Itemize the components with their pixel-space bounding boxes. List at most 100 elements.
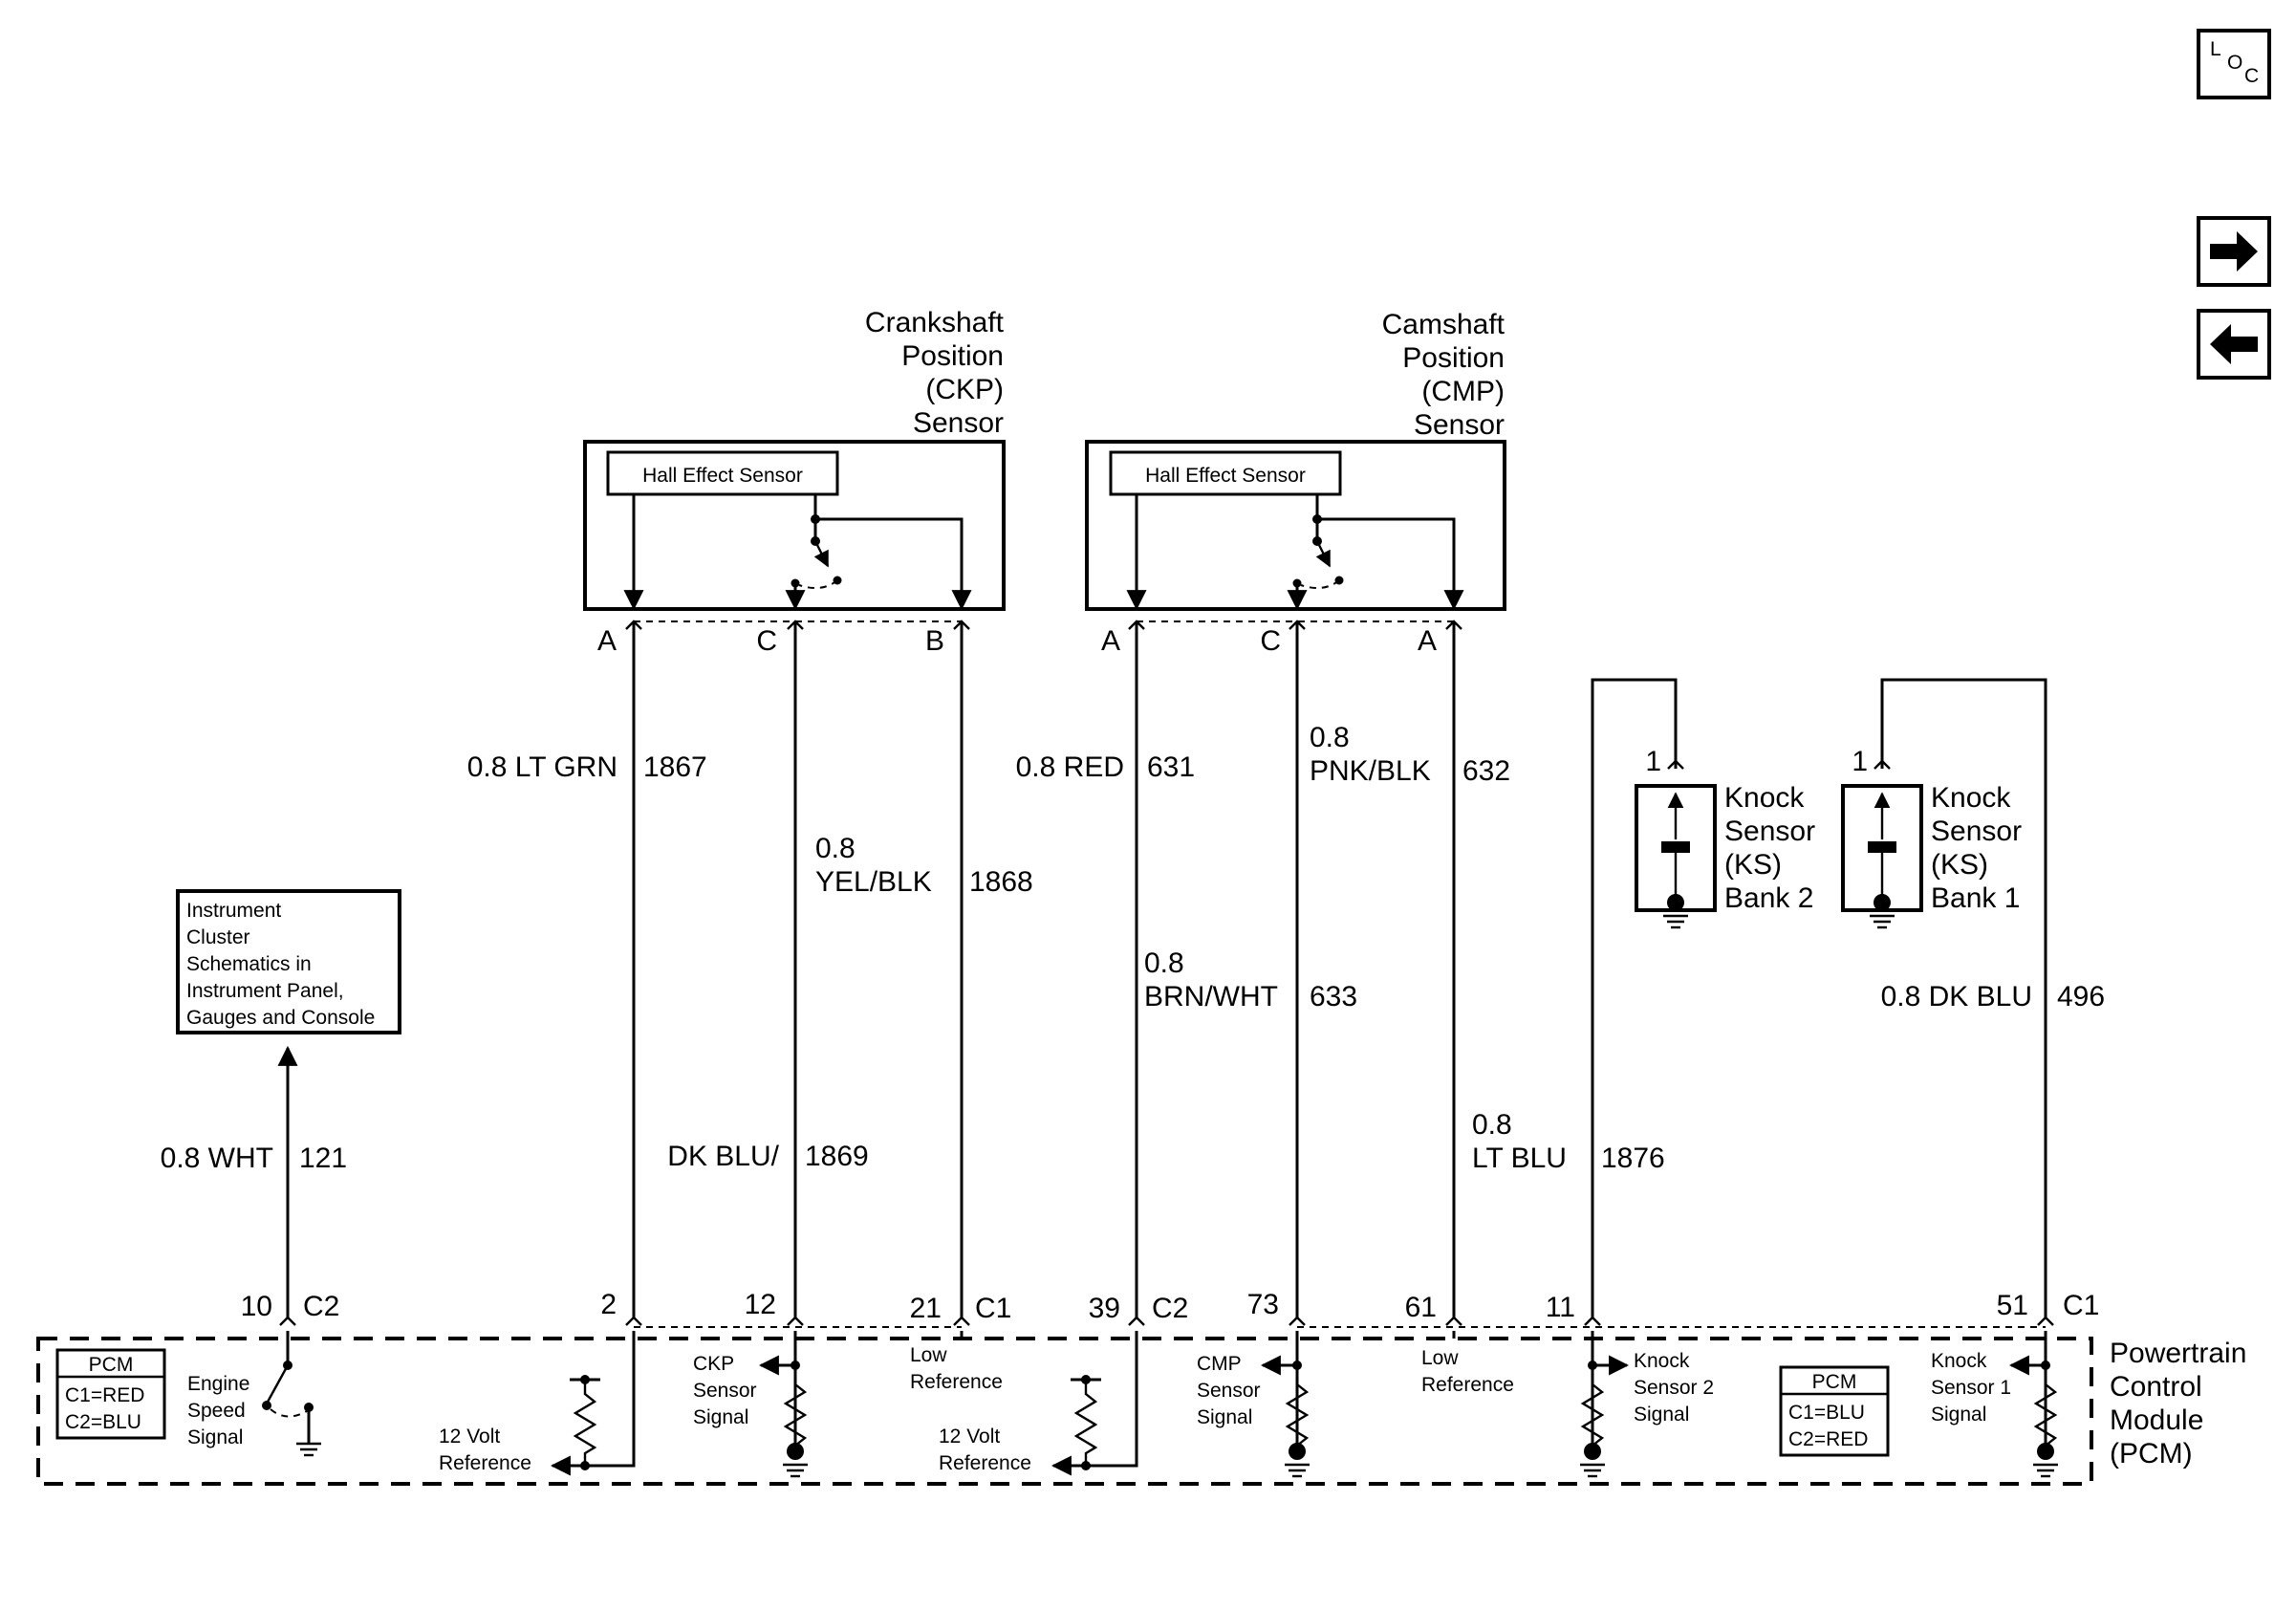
ic-line-4: Instrument Panel, xyxy=(186,980,344,1002)
knock2-signal-label-1: Knock xyxy=(1634,1350,1690,1372)
low-ref-a-label-1: Low xyxy=(910,1344,947,1366)
wire-1869-circuit: 1869 xyxy=(805,1141,869,1172)
pcm-pin-61: 61 xyxy=(1405,1292,1437,1323)
cmp-pin-c: C xyxy=(1260,625,1281,657)
knock-bank2-label-1: Knock xyxy=(1724,782,1805,814)
pcm-connector-pins: 10 C2 2 12 21 C1 39 C2 73 61 11 51 C1 xyxy=(241,1289,2100,1324)
knock2-signal-label-2: Sensor 2 xyxy=(1634,1377,1714,1399)
wire-633-color-2: BRN/WHT xyxy=(1144,981,1278,1012)
wire-1867-color: 0.8 LT GRN xyxy=(467,751,617,783)
locator-button[interactable]: L O C xyxy=(2197,29,2271,99)
wire-631-color: 0.8 RED xyxy=(1016,751,1124,783)
pcm-legend-right-c2: C2=RED xyxy=(1788,1428,1868,1450)
ic-line-2: Cluster xyxy=(186,926,250,948)
cmp-sensor: Camshaft Position (CMP) Sensor Hall Effe… xyxy=(1085,309,1506,657)
ckp-title-1: Crankshaft xyxy=(865,307,1005,338)
wire-632-color-2: PNK/BLK xyxy=(1310,755,1431,787)
pcm-module: Powertrain Control Module (PCM) PCM C1=R… xyxy=(36,1331,2246,1486)
pcm-pin-51: 51 xyxy=(1997,1290,2028,1321)
knock-bank2-label-3: (KS) xyxy=(1724,849,1782,881)
cmp-signal-label-3: Signal xyxy=(1197,1406,1252,1428)
pcm-title-3: Module xyxy=(2110,1404,2203,1436)
wire-496-circuit: 496 xyxy=(2057,981,2105,1012)
ref12b-label-1: 12 Volt xyxy=(939,1426,1000,1448)
pcm-legend-left-title: PCM xyxy=(89,1354,134,1376)
wire-632-circuit: 632 xyxy=(1462,755,1510,787)
pcm-title-1: Powertrain xyxy=(2110,1338,2246,1369)
low-ref-b-label-1: Low xyxy=(1421,1347,1459,1369)
wire-1869-color: DK BLU/ xyxy=(667,1141,779,1172)
loc-letter-o: O xyxy=(2227,52,2242,74)
loc-letter-l: L xyxy=(2210,38,2221,60)
cmp-pin-a: A xyxy=(1101,625,1120,657)
engine-speed-label-1: Engine xyxy=(187,1373,249,1395)
wire-496-color: 0.8 DK BLU xyxy=(1881,981,2032,1012)
knock-bank2-pin: 1 xyxy=(1645,746,1661,777)
ckp-title-3: (CKP) xyxy=(925,374,1004,405)
wire-1867-circuit: 1867 xyxy=(643,751,707,783)
ic-line-5: Gauges and Console xyxy=(186,1007,375,1029)
pcm-legend-left-c1: C1=RED xyxy=(65,1384,144,1406)
knock-bank1-pin: 1 xyxy=(1852,746,1868,777)
knock1-signal-label-2: Sensor 1 xyxy=(1931,1377,2011,1399)
cmp-title-4: Sensor xyxy=(1414,409,1505,441)
pcm-pin-73: 73 xyxy=(1247,1289,1279,1320)
loc-letter-c: C xyxy=(2244,65,2259,87)
cmp-hall-effect-label: Hall Effect Sensor xyxy=(1145,465,1306,487)
engine-speed-label-2: Speed xyxy=(187,1400,246,1422)
pcm-title-2: Control xyxy=(2110,1371,2202,1403)
wire-633-color-1: 0.8 xyxy=(1144,947,1184,979)
wire-121-circuit: 121 xyxy=(299,1143,347,1174)
cmp-title-3: (CMP) xyxy=(1421,376,1505,407)
knock-bank1-label-1: Knock xyxy=(1931,782,2011,814)
pcm-pin-11: 11 xyxy=(1546,1292,1575,1323)
ckp-signal-label-2: Sensor xyxy=(693,1380,757,1402)
wire-121-color: 0.8 WHT xyxy=(161,1143,273,1174)
back-button[interactable] xyxy=(2197,309,2271,380)
wire-632-color-1: 0.8 xyxy=(1310,722,1350,753)
knock1-signal-label-1: Knock xyxy=(1931,1350,1987,1372)
ref12a-label-1: 12 Volt xyxy=(439,1426,500,1448)
ckp-hall-effect-label: Hall Effect Sensor xyxy=(642,465,803,487)
arrow-left-icon xyxy=(2210,324,2258,364)
wire-633-circuit: 633 xyxy=(1310,981,1357,1012)
pcm-pin-39: 39 xyxy=(1089,1293,1120,1324)
engine-speed-label-3: Signal xyxy=(187,1426,243,1448)
wires: 0.8 WHT 121 0.8 LT GRN 1867 DK BLU/ 1869… xyxy=(161,620,2105,1326)
ckp-signal-label-1: CKP xyxy=(693,1353,734,1375)
pcm-title-4: (PCM) xyxy=(2110,1438,2193,1469)
ref12a-label-2: Reference xyxy=(439,1452,531,1474)
knock-bank1-label-2: Sensor xyxy=(1931,816,2022,847)
cmp-title-2: Position xyxy=(1402,342,1505,374)
knock-bank2-label-2: Sensor xyxy=(1724,816,1815,847)
knock-bank1-label-4: Bank 1 xyxy=(1931,882,2020,914)
ic-line-3: Schematics in xyxy=(186,953,312,975)
ckp-pin-c: C xyxy=(756,625,777,657)
pcm-legend-right-c1: C1=BLU xyxy=(1788,1402,1865,1424)
wire-1868-color-1: 0.8 xyxy=(815,833,856,864)
ckp-pin-a: A xyxy=(597,625,617,657)
ic-line-1: Instrument xyxy=(186,900,281,922)
pcm-pin-21: 21 xyxy=(910,1293,942,1324)
knock-sensor-bank1: 1 Knock Sensor (KS) Bank 1 xyxy=(1841,746,2022,929)
pcm-connector-c1-a: C1 xyxy=(975,1293,1011,1324)
instrument-cluster-reference[interactable]: Instrument Cluster Schematics in Instrum… xyxy=(176,889,401,1034)
cmp-signal-label-2: Sensor xyxy=(1197,1380,1261,1402)
pcm-connector-c2-a: C2 xyxy=(303,1291,339,1322)
ckp-pin-b: B xyxy=(925,625,944,657)
ckp-sensor: Crankshaft Position (CKP) Sensor Hall Ef… xyxy=(583,307,1006,657)
knock2-signal-label-3: Signal xyxy=(1634,1404,1689,1426)
knock-bank2-label-4: Bank 2 xyxy=(1724,882,1813,914)
ckp-title-4: Sensor xyxy=(913,407,1004,439)
pcm-connector-c1-b: C1 xyxy=(2063,1290,2099,1321)
pcm-connector-c2-b: C2 xyxy=(1152,1293,1188,1324)
pcm-legend-right-title: PCM xyxy=(1812,1371,1857,1393)
pcm-legend-left-c2: C2=BLU xyxy=(65,1411,141,1433)
wire-1876-color-2: LT BLU xyxy=(1472,1143,1567,1174)
knock-sensor-bank2: 1 Knock Sensor (KS) Bank 2 xyxy=(1635,746,1815,929)
knock-bank1-label-3: (KS) xyxy=(1931,849,1988,881)
wire-1876-circuit: 1876 xyxy=(1601,1143,1665,1174)
forward-button[interactable] xyxy=(2197,216,2271,287)
low-ref-b-label-2: Reference xyxy=(1421,1374,1514,1396)
